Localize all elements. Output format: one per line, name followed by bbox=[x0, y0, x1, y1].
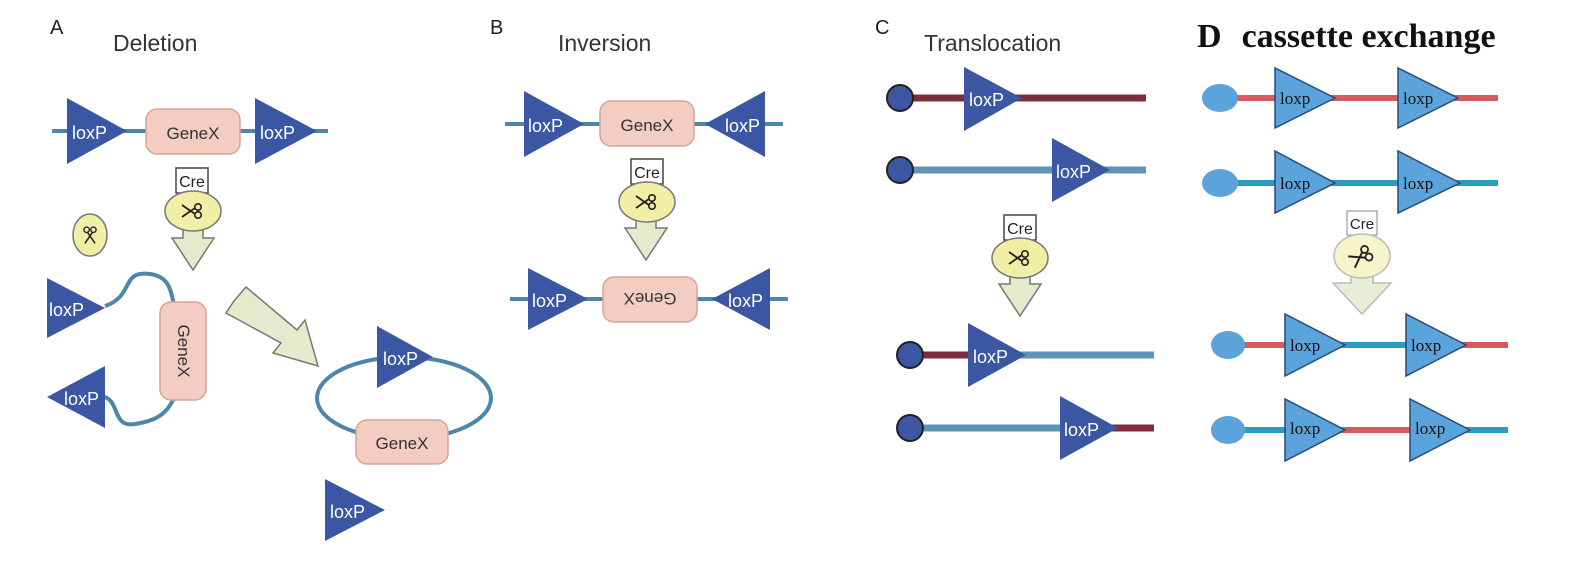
panel-a-loxp-loop-top bbox=[47, 278, 105, 338]
panel-c-recombined-1-loxp-label: loxP bbox=[973, 347, 1008, 367]
panel-c-letter: C bbox=[875, 17, 889, 39]
panel-c-cre-label: Cre bbox=[1007, 221, 1033, 238]
panel-b-loxp-right-bottom-label: loxP bbox=[728, 291, 763, 311]
panel-a-loxp-right bbox=[255, 98, 317, 164]
panel-a-circle-gene-label: GeneX bbox=[376, 434, 429, 453]
panel-b-title: Inversion bbox=[558, 30, 651, 56]
panel-b-loxp-right-bottom bbox=[712, 268, 770, 330]
panel-d-row-4-loxp-right-label: loxp bbox=[1415, 419, 1445, 438]
panel-d-row-1-loxp-right bbox=[1397, 66, 1460, 130]
panel-d-row-3-loxp-left-label: loxp bbox=[1290, 336, 1320, 355]
panel-a-circle-loxp bbox=[377, 326, 433, 388]
panel-c-chromosome-1-loxp bbox=[964, 67, 1022, 131]
panel-b-cre-enzyme bbox=[618, 181, 676, 223]
panel-a-gene-label-vertical: GeneX bbox=[174, 325, 193, 378]
panel-a-loxp-loop-top-label: loxP bbox=[49, 300, 84, 320]
panel-a-loxp-left bbox=[67, 98, 127, 164]
panel-d-cre-enzyme bbox=[1333, 233, 1391, 279]
panel-b: B Inversion loxP loxP GeneX Cre loxP lox… bbox=[490, 17, 788, 330]
panel-c-chromosome-2-centromere bbox=[886, 156, 914, 184]
panel-d-row-1-centromere bbox=[1202, 84, 1238, 112]
panel-d-row-4-loxp-left bbox=[1284, 397, 1347, 463]
panel-d-row-2-loxp-left bbox=[1274, 149, 1337, 215]
panel-b-gene-box-bottom bbox=[602, 276, 698, 323]
panel-d-letter: D bbox=[1197, 18, 1222, 55]
panel-c-recombined-2-loxp bbox=[1060, 396, 1118, 460]
panel-d-cre-label: Cre bbox=[1350, 216, 1374, 233]
panel-d-row-3-loxp-right-label: loxp bbox=[1411, 336, 1441, 355]
panel-c-cre-enzyme bbox=[991, 237, 1049, 279]
panel-a-circle-gene-box bbox=[355, 419, 449, 465]
panel-a-cre-enzyme bbox=[164, 190, 222, 232]
panel-d-row-3-loxp-left bbox=[1284, 312, 1347, 378]
panel-c-recombined-2-centromere bbox=[896, 414, 924, 442]
panel-a-loxp-right-label: loxP bbox=[260, 123, 295, 143]
panel-b-loxp-left-top bbox=[524, 91, 584, 157]
panel-d-row-2-loxp-left-label: loxp bbox=[1280, 174, 1310, 193]
panel-b-gene-label-inverted: GeneX bbox=[624, 289, 677, 308]
panel-d-row-1-loxp-left-label: loxp bbox=[1280, 89, 1310, 108]
panel-d-row-1-loxp-right-label: loxp bbox=[1403, 89, 1433, 108]
panel-d-row-1-loxp-left bbox=[1274, 66, 1337, 130]
panel-a-cre-label: Cre bbox=[179, 174, 205, 191]
panel-c-cre-box bbox=[1003, 214, 1037, 241]
panel-a-remaining-loxp-label: loxP bbox=[330, 502, 365, 522]
panel-a-title: Deletion bbox=[113, 30, 197, 56]
panel-b-letter: B bbox=[490, 17, 503, 39]
panel-d-row-2-loxp-right-label: loxp bbox=[1403, 174, 1433, 193]
panel-a-loxp-left-label: loxP bbox=[72, 123, 107, 143]
panel-d-row-3-loxp-right bbox=[1405, 312, 1468, 378]
panel-a-letter: A bbox=[50, 17, 64, 39]
panel-d-row-2-loxp-right bbox=[1397, 149, 1462, 215]
panel-d-title-text: cassette exchange bbox=[1242, 18, 1496, 55]
panel-d-row-2-centromere bbox=[1202, 169, 1238, 197]
panel-a-gene-label: GeneX bbox=[167, 124, 220, 143]
panel-b-cre-label: Cre bbox=[634, 165, 660, 182]
panel-b-loxp-right-top-label: loxP bbox=[725, 116, 760, 136]
panel-a-circle-loxp-label: loxP bbox=[383, 349, 418, 369]
panel-b-loxp-left-top-label: loxP bbox=[528, 116, 563, 136]
panel-a-gene-box bbox=[145, 108, 241, 155]
panel-c-chromosome-1-loxp-label: loxP bbox=[969, 90, 1004, 110]
panel-a-gene-box-vertical bbox=[159, 301, 207, 401]
panel-d-row-4-centromere bbox=[1211, 416, 1245, 444]
panel-c-chromosome-2-loxp bbox=[1052, 138, 1110, 202]
panel-a-diagonal-arrow bbox=[224, 285, 320, 368]
panel-c-title: Translocation bbox=[924, 30, 1061, 56]
panel-c-recombined-2-loxp-label: loxP bbox=[1064, 420, 1099, 440]
panel-d-row-4-loxp-right bbox=[1409, 397, 1472, 463]
panel-b-loxp-right-top bbox=[705, 91, 765, 157]
panel-c-chromosome-2-loxp-label: loxP bbox=[1056, 162, 1091, 182]
panel-c-chromosome-1-centromere bbox=[886, 84, 914, 112]
panel-a-loxp-loop-bottom-label: loxP bbox=[64, 389, 99, 409]
panel-d-row-3-centromere bbox=[1211, 331, 1245, 359]
panel-d-row-4-loxp-left-label: loxp bbox=[1290, 419, 1320, 438]
panel-a: A Deletion loxP loxP GeneX Cre loxP loxP… bbox=[47, 17, 493, 541]
panel-c-recombined-1-centromere bbox=[896, 341, 924, 369]
panel-c-recombined-1-loxp bbox=[968, 323, 1026, 387]
panel-a-loxp-loop-bottom bbox=[47, 366, 105, 428]
panel-b-gene-label-top: GeneX bbox=[621, 116, 674, 135]
panel-b-loxp-left-bottom bbox=[528, 268, 588, 330]
panel-b-gene-box-top bbox=[599, 100, 695, 147]
panel-b-loxp-left-bottom-label: loxP bbox=[532, 291, 567, 311]
panel-a-remaining-loxp bbox=[325, 479, 385, 541]
panel-c: C Translocation loxP loxP Cre loxP loxP bbox=[875, 17, 1154, 460]
